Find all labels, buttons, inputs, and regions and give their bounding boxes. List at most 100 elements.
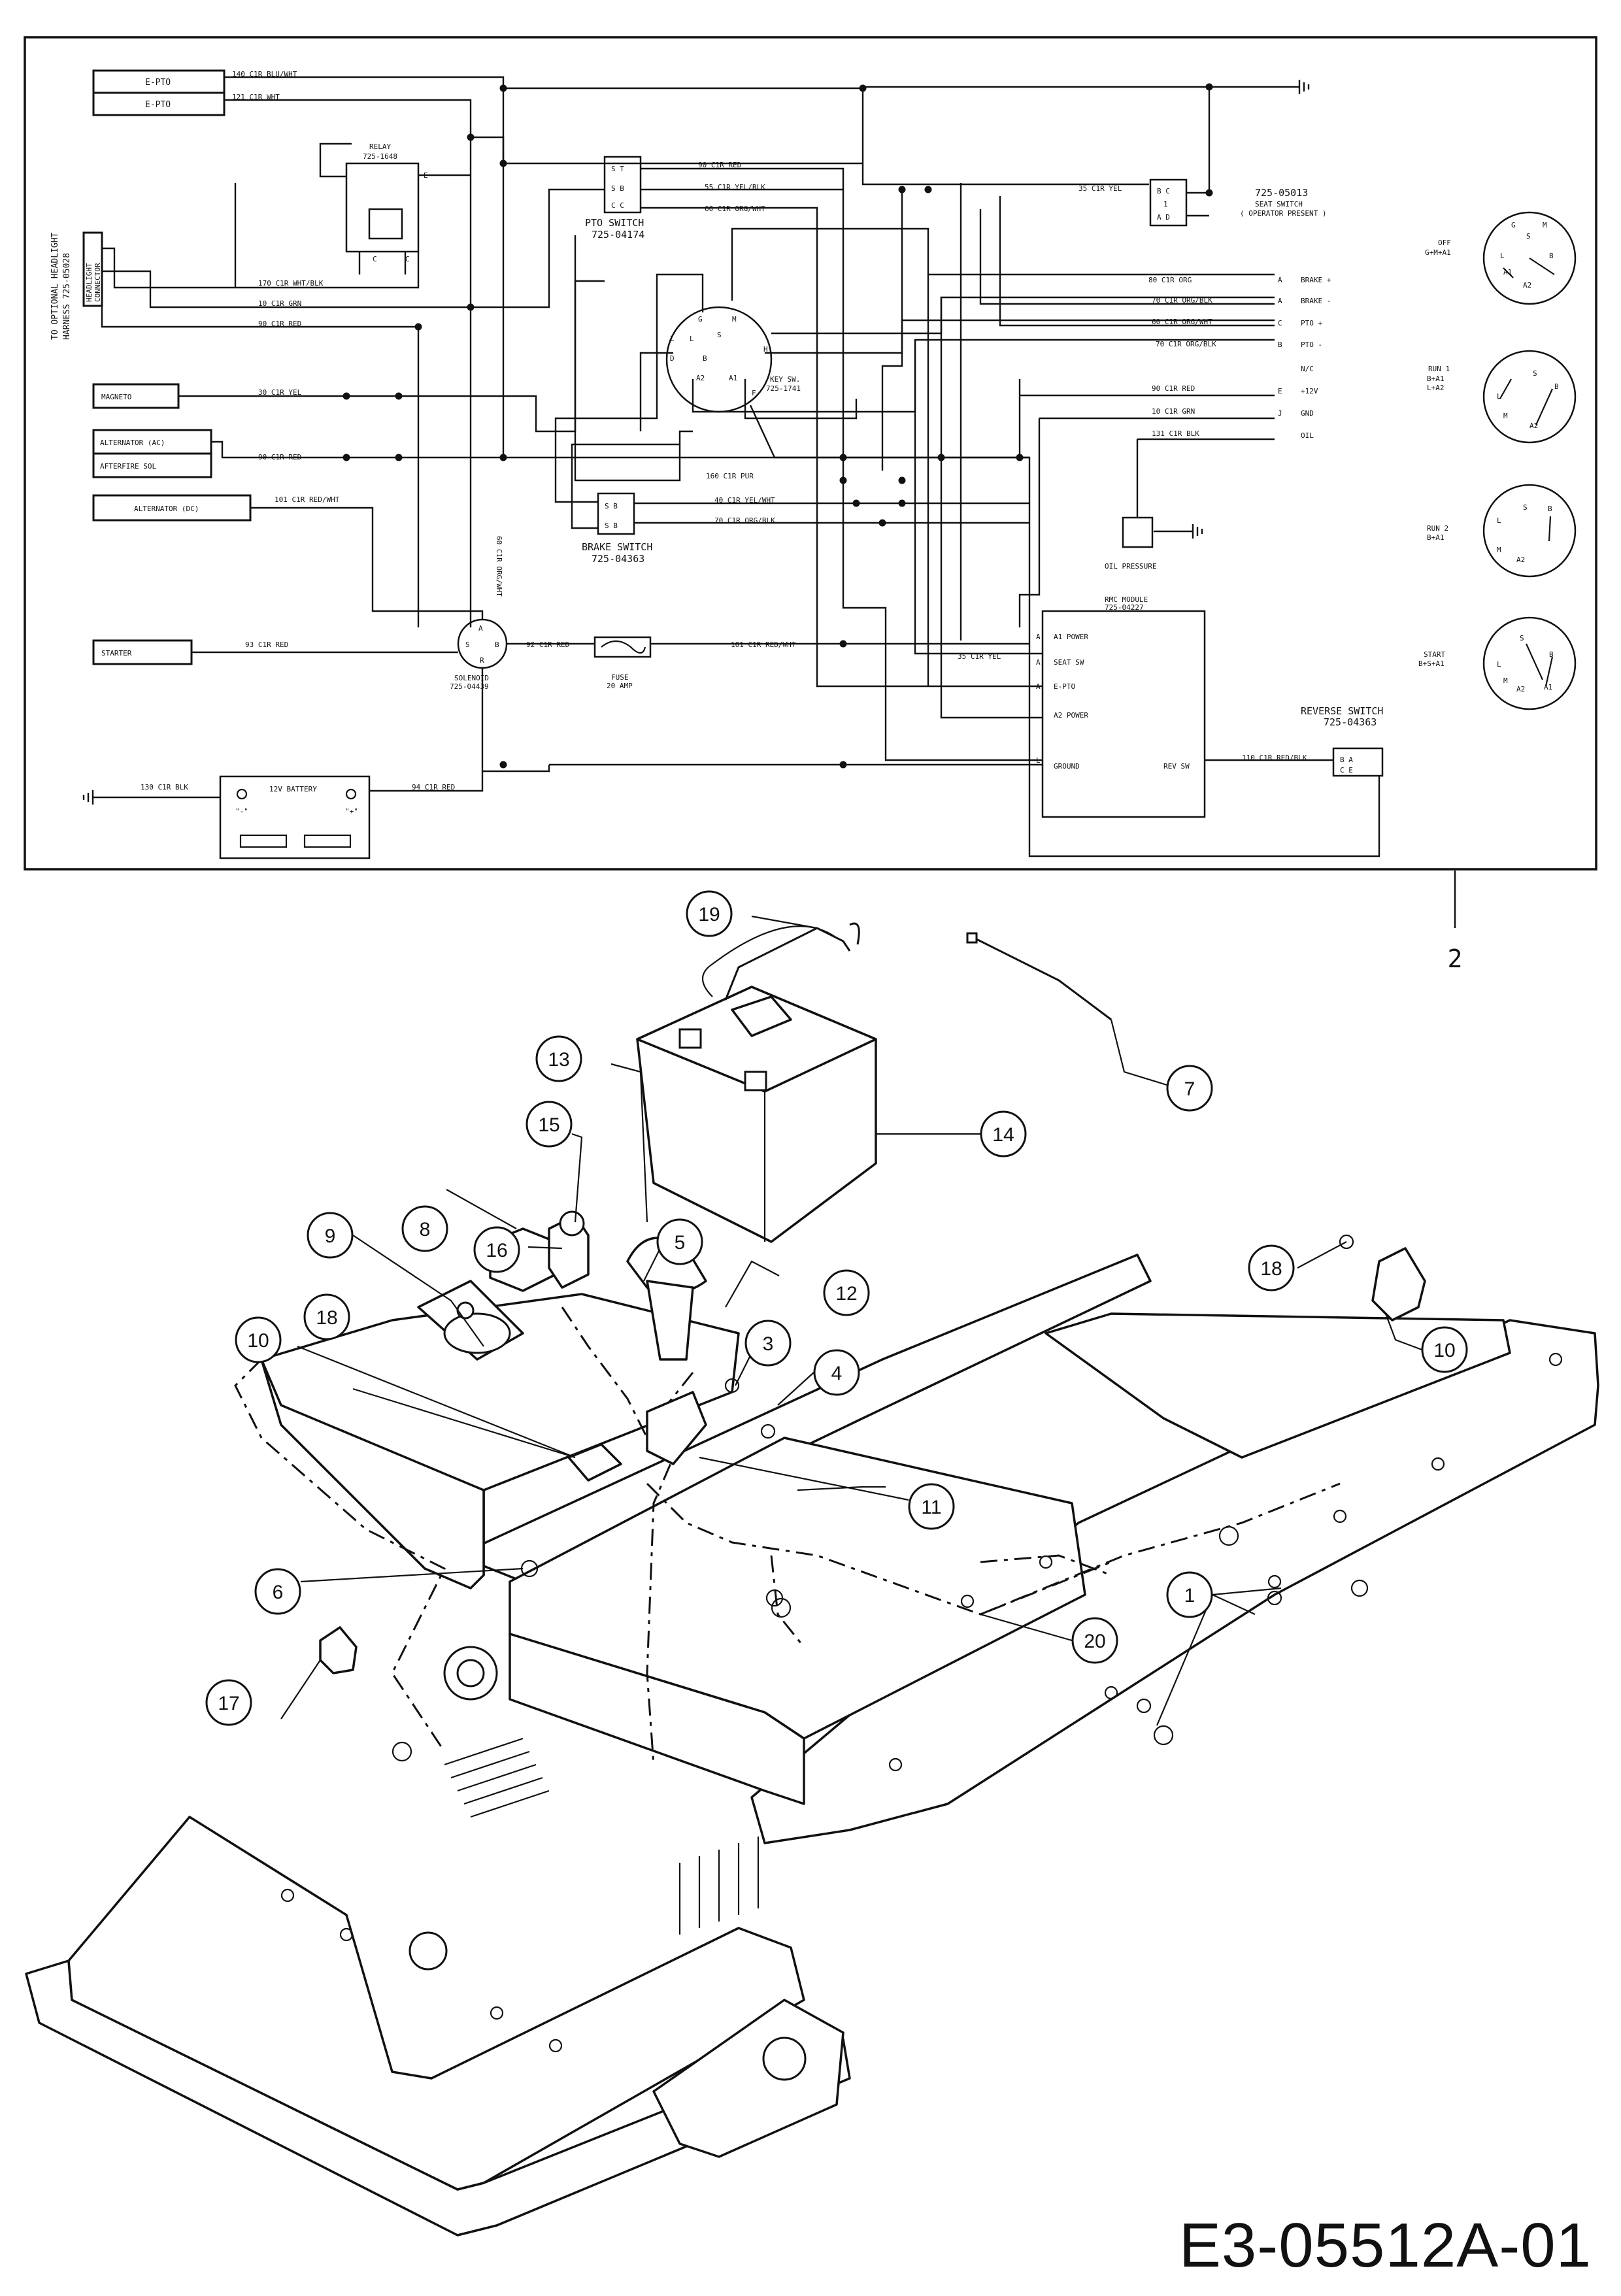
seat-switch: B C 1 A D 725-05013 SEAT SWITCH ( OPERAT…: [1149, 178, 1326, 227]
diagram-id: E3-05512A-01: [1178, 2210, 1592, 2280]
callout-12: 12: [823, 1269, 870, 1316]
svg-text:REVERSE SWITCH: REVERSE SWITCH: [1301, 705, 1383, 717]
svg-text:SEAT SWITCH: SEAT SWITCH: [1255, 200, 1303, 208]
svg-text:B: B: [1278, 341, 1282, 349]
svg-text:N/C: N/C: [1301, 365, 1314, 373]
oil-pressure-switch: OIL PRESSURE: [1105, 516, 1156, 571]
wire-40: 40 C1R YEL/WHT: [714, 496, 775, 505]
svg-text:B+S+A1: B+S+A1: [1418, 659, 1445, 668]
key-pos-run1: RUN 1: [1428, 365, 1450, 373]
svg-text:B: B: [1549, 252, 1554, 260]
callout-18-right: 18: [1248, 1244, 1295, 1291]
svg-text:( OPERATOR PRESENT ): ( OPERATOR PRESENT ): [1240, 209, 1326, 218]
svg-text:H: H: [763, 345, 768, 354]
svg-text:J: J: [1278, 409, 1282, 418]
small-fasteners: [392, 1234, 1369, 1762]
svg-text:A2: A2: [1516, 556, 1525, 564]
svg-text:70 C1R ORG/BLK: 70 C1R ORG/BLK: [1156, 340, 1216, 348]
svg-text:S B: S B: [605, 502, 618, 510]
callout-10-left: 10: [235, 1316, 282, 1363]
svg-text:725-1648: 725-1648: [363, 152, 397, 161]
key-pos-run2: RUN 2: [1427, 524, 1448, 533]
wire-94: 94 C1R RED: [412, 783, 455, 791]
svg-text:B: B: [703, 354, 707, 363]
svg-text:1: 1: [1163, 200, 1168, 208]
svg-text:B+A1: B+A1: [1427, 374, 1445, 383]
svg-text:725-04363: 725-04363: [592, 553, 644, 565]
svg-text:R: R: [480, 656, 484, 665]
svg-text:3: 3: [763, 1333, 774, 1355]
callout-2: 2: [1448, 944, 1463, 973]
svg-text:19: 19: [698, 904, 720, 925]
callout-17: 17: [205, 1679, 252, 1726]
svg-text:BRAKE -: BRAKE -: [1301, 297, 1331, 305]
svg-text:A1: A1: [729, 374, 737, 382]
svg-text:BRAKE SWITCH: BRAKE SWITCH: [582, 541, 652, 553]
wire-160: 160 C1R PUR: [706, 472, 754, 480]
svg-text:A: A: [1036, 658, 1041, 667]
callout-3: 3: [744, 1320, 792, 1367]
callout-19: 19: [686, 890, 733, 937]
svg-text:725-04439: 725-04439: [450, 682, 489, 691]
wire-35-a: 35 C1R YEL: [1078, 184, 1122, 193]
brake-switch-part: [567, 1443, 622, 1482]
svg-text:ALTERNATOR (AC): ALTERNATOR (AC): [100, 439, 165, 447]
wire-93: 93 C1R RED: [245, 641, 288, 649]
svg-text:5: 5: [675, 1232, 686, 1254]
svg-text:FUSE: FUSE: [611, 673, 629, 682]
svg-text:A2 POWER: A2 POWER: [1054, 711, 1088, 720]
schematic-wiring: [98, 76, 1380, 857]
callout-6: 6: [254, 1568, 301, 1615]
svg-text:"-": "-": [235, 807, 248, 816]
svg-text:7: 7: [1184, 1078, 1195, 1100]
svg-text:131 C1R BLK: 131 C1R BLK: [1152, 429, 1199, 438]
svg-text:B+A1: B+A1: [1427, 533, 1445, 542]
frame-rear-crossmember: [1044, 1312, 1511, 1459]
svg-text:E: E: [1278, 387, 1282, 395]
svg-text:6: 6: [273, 1582, 284, 1603]
svg-text:70 C1R ORG/BLK: 70 C1R ORG/BLK: [1152, 296, 1212, 305]
rmc-module-part: [1371, 1247, 1426, 1322]
svg-text:OIL: OIL: [1301, 431, 1314, 440]
solenoid: AS BR SOLENOID 725-04439: [450, 618, 508, 691]
callout-5: 5: [656, 1218, 703, 1265]
callout-11: 11: [908, 1483, 955, 1530]
svg-text:L: L: [1500, 252, 1505, 260]
svg-text:L: L: [1497, 516, 1501, 525]
svg-text:SEAT SW: SEAT SW: [1054, 658, 1084, 667]
svg-text:A2: A2: [1516, 685, 1525, 693]
svg-text:OIL PRESSURE: OIL PRESSURE: [1105, 562, 1156, 571]
svg-text:M: M: [732, 315, 737, 324]
center-frame-box-front: [509, 1633, 805, 1805]
svg-text:A2: A2: [1523, 281, 1531, 290]
svg-text:C: C: [1278, 319, 1282, 327]
dash-panel-front: [260, 1358, 485, 1589]
wire-140: 140 C1R BLU/WHT: [232, 70, 297, 78]
svg-text:E-PTO: E-PTO: [145, 78, 171, 88]
front-axle-bracket: [652, 1999, 844, 2158]
svg-text:725-04174: 725-04174: [592, 229, 644, 241]
wiring-schematic: TO OPTIONAL HEADLIGHT HARNESS 725-05028 …: [24, 36, 1597, 973]
pto-switch-part: [548, 1210, 590, 1289]
vent-slots: [444, 1737, 760, 1935]
battery: 12V BATTERY "-" "+": [219, 775, 371, 859]
svg-text:A: A: [478, 624, 483, 633]
svg-text:A: A: [1278, 276, 1282, 284]
wire-92: 92 C1R RED: [526, 641, 569, 649]
svg-text:REV SW: REV SW: [1163, 762, 1190, 771]
svg-text:B: B: [1554, 382, 1559, 391]
svg-text:725-04227: 725-04227: [1105, 603, 1144, 612]
svg-text:16: 16: [486, 1240, 507, 1261]
svg-text:A D: A D: [1157, 213, 1170, 222]
svg-text:L: L: [1497, 660, 1501, 669]
alternator-ac: ALTERNATOR (AC): [92, 429, 212, 455]
svg-text:S: S: [1526, 232, 1531, 241]
svg-text:M: M: [1503, 412, 1508, 420]
svg-text:725-04363: 725-04363: [1324, 716, 1377, 728]
wire-101-b: 101 C1R RED/WHT: [731, 641, 796, 649]
svg-text:L+A2: L+A2: [1427, 384, 1445, 392]
callout-14: 14: [980, 1110, 1027, 1157]
